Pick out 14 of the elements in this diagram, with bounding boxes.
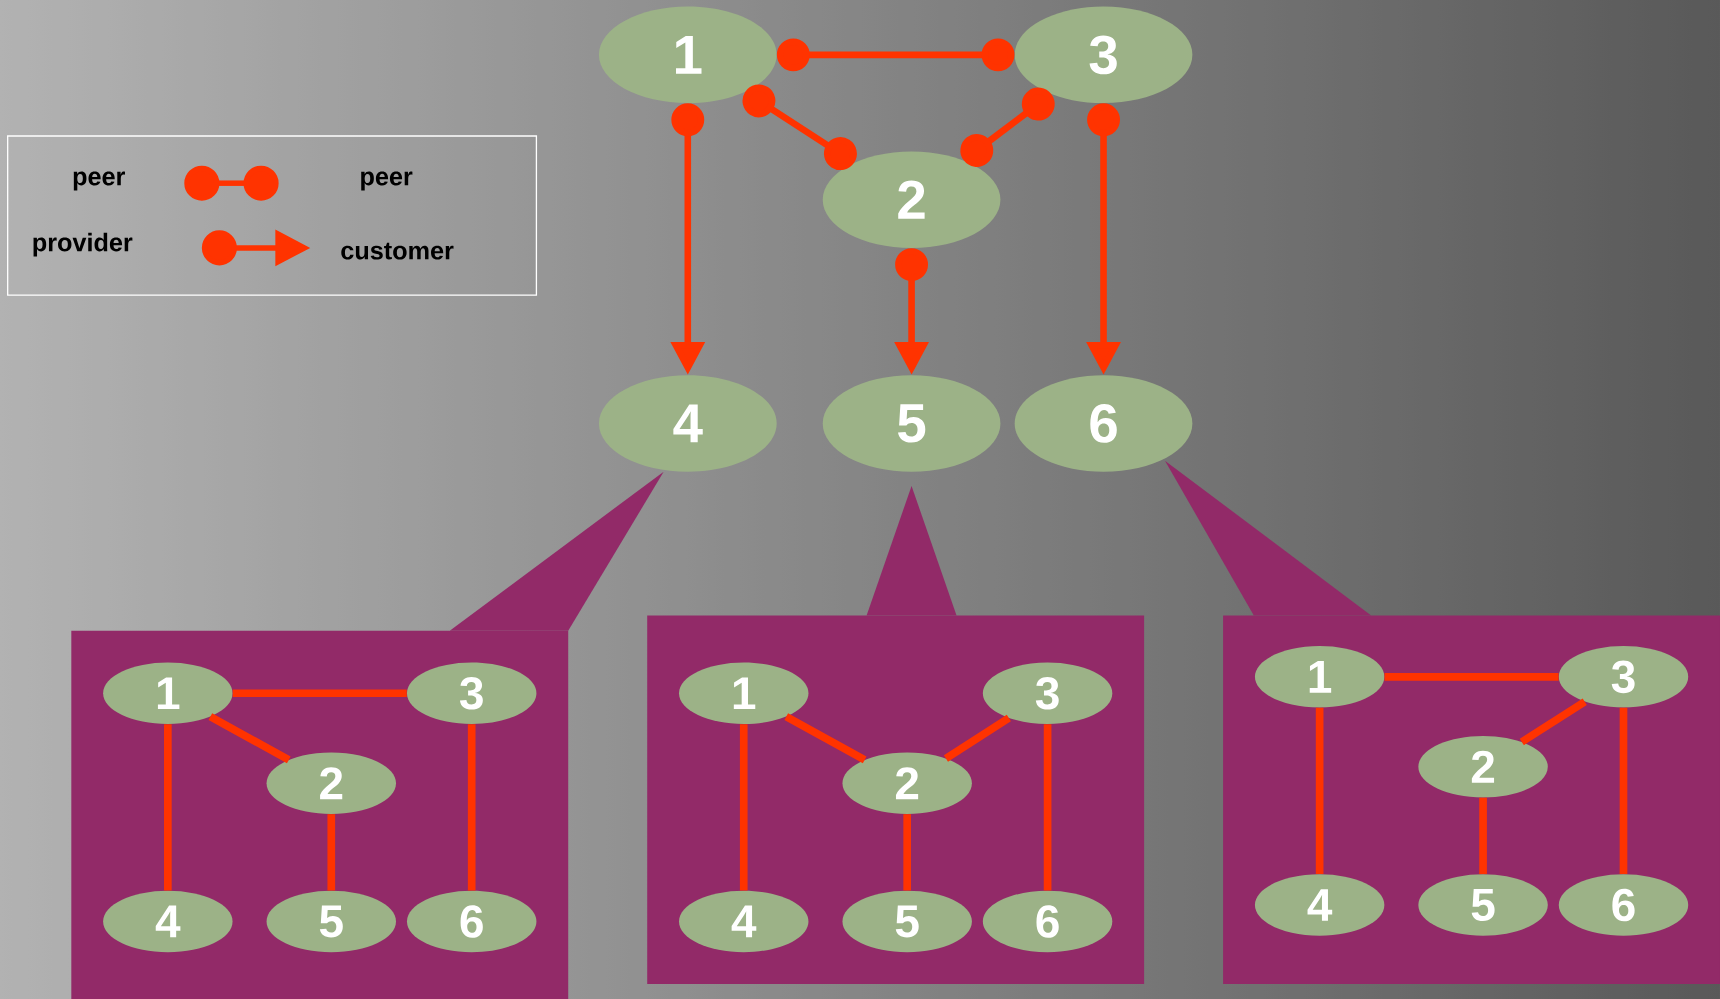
link-line — [1519, 698, 1587, 746]
callout-pointer — [866, 485, 957, 616]
role-label: peer — [361, 171, 413, 191]
callout-pointer — [1164, 460, 1372, 616]
callout-pointer — [449, 471, 664, 631]
role-label: customer — [341, 242, 454, 260]
relation-arrow — [960, 87, 1055, 167]
link-line — [943, 714, 1011, 762]
link-line — [784, 713, 867, 764]
link-line — [208, 713, 291, 764]
role-label: provider — [33, 232, 133, 257]
relation-arrow — [776, 38, 1015, 72]
role-label: peer — [73, 171, 125, 191]
relation-arrow — [742, 84, 857, 170]
